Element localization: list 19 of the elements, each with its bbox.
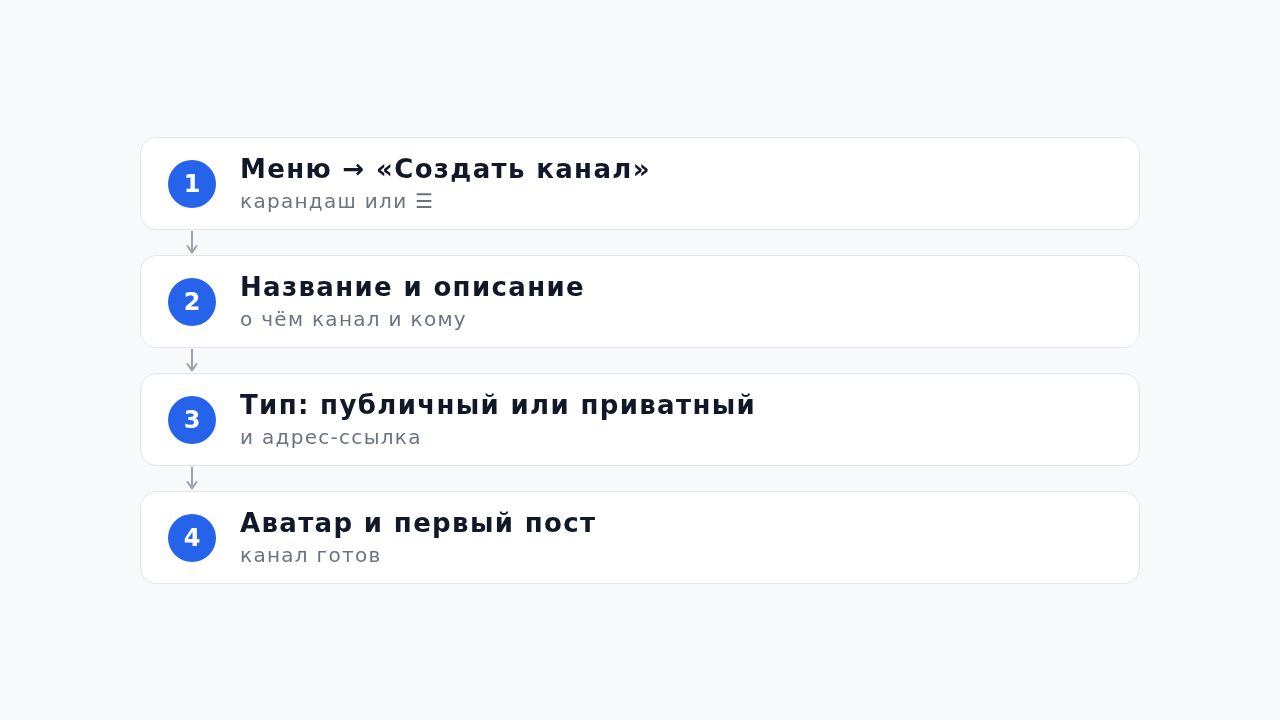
step-card [140, 491, 1140, 584]
arrow [186, 466, 198, 490]
step-title: Название и описание [240, 270, 585, 303]
step-number: 2 [168, 277, 216, 326]
step-number: 4 [168, 513, 216, 562]
step-number: 3 [168, 395, 216, 444]
step-number: 1 [168, 159, 216, 208]
arrow [186, 230, 198, 254]
step-description: карандаш или ☰ [240, 187, 436, 215]
step-title: Тип: публичный или приватный [240, 388, 757, 421]
step-title: Аватар и первый пост [240, 506, 597, 539]
step-card [140, 137, 1140, 230]
step-card [140, 373, 1140, 466]
step-description: канал готов [240, 541, 383, 569]
step-card [140, 255, 1140, 348]
step-description: о чём канал и кому [240, 305, 468, 333]
step-title: Меню → «Создать канал» [240, 152, 651, 185]
arrow [186, 348, 198, 372]
step-description: и адрес-ссылка [240, 423, 423, 451]
